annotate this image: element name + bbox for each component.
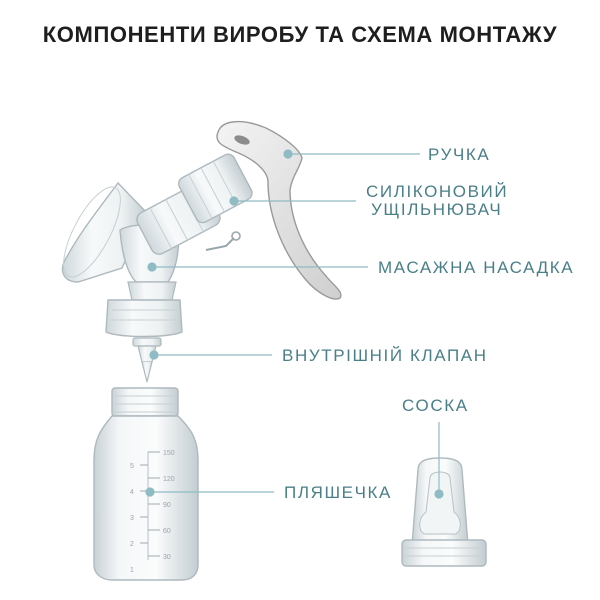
- page-title: КОМПОНЕНТИ ВИРОБУ ТА СХЕМА МОНТАЖУ: [42, 22, 558, 47]
- scale-oz-1: 1: [130, 567, 134, 574]
- label-massage: МАСАЖНА НАСАДКА: [378, 258, 575, 277]
- bottle: 150 120 90 60 30 5 4 3 2 1: [93, 387, 199, 581]
- leader-dot-nipple: [434, 489, 444, 499]
- label-seal-line2: УЩІЛЬНЮВАЧ: [371, 200, 503, 219]
- scale-oz-5: 5: [130, 463, 134, 470]
- leader-dot-bottle: [145, 487, 155, 497]
- label-nipple: СОСКА: [402, 396, 469, 415]
- label-valve: ВНУТРІШНІЙ КЛАПАН: [282, 346, 488, 365]
- pump-handle: [216, 121, 342, 300]
- scale-oz-3: 3: [130, 515, 134, 522]
- label-handle: РУЧКА: [428, 145, 491, 164]
- scale-60: 60: [163, 528, 171, 535]
- scale-30: 30: [163, 554, 171, 561]
- scale-150: 150: [163, 450, 175, 457]
- leader-lines: [145, 149, 444, 499]
- label-seal-line1: СИЛІКОНОВИЙ: [366, 182, 509, 201]
- scale-oz-4: 4: [130, 489, 134, 496]
- scale-90: 90: [163, 502, 171, 509]
- scale-oz-2: 2: [130, 541, 134, 548]
- label-bottle: ПЛЯШЕЧКА: [284, 483, 392, 502]
- inner-valve: [132, 337, 162, 383]
- leader-dot-handle: [283, 149, 293, 159]
- nipple-cap: [401, 457, 487, 567]
- leader-dot-massage: [147, 262, 157, 272]
- leader-dot-valve: [149, 350, 159, 360]
- scale-120: 120: [163, 476, 175, 483]
- leader-dot-seal: [229, 196, 239, 206]
